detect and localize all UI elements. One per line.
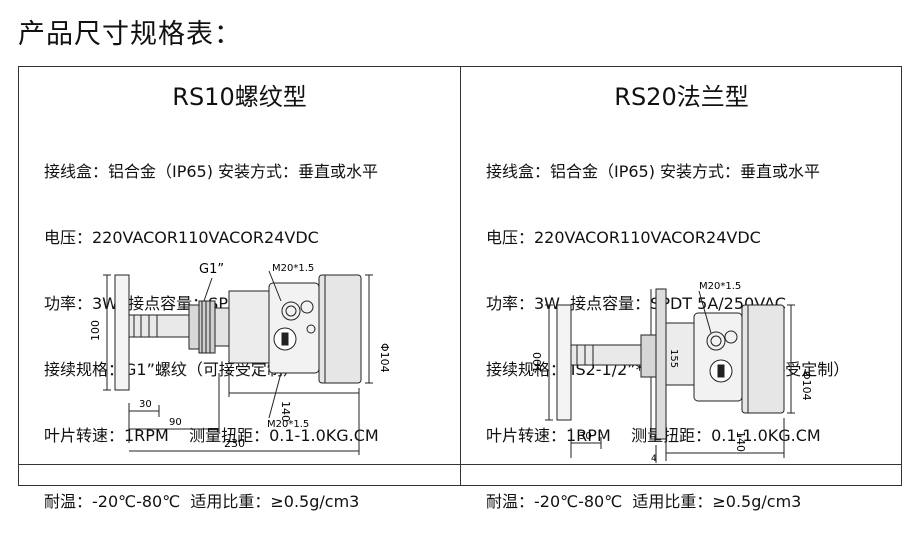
rs10-spec-line: 叶片转速：1RPM 测量扭距：0.1-1.0KG.CM	[44, 426, 379, 445]
rs20-dimension-drawing: M20*1.5 100 155 Φ104 30 140 4	[531, 281, 813, 463]
rs20-dim-diameter: Φ104	[800, 371, 813, 401]
rs20-cell: RS20法兰型 接线盒：铝合金（IP65) 安装方式：垂直或水平 电压：220V…	[461, 67, 902, 511]
spec-table: RS10螺纹型 接线盒：铝合金（IP65) 安装方式：垂直或水平 电压：220V…	[18, 66, 902, 511]
rs10-spec-line: 接续规格：G1”螺纹（可接受定制）	[44, 360, 299, 379]
rs10-spec-line: 接线盒：铝合金（IP65) 安装方式：垂直或水平	[44, 162, 379, 181]
rs20-title: RS20法兰型	[614, 83, 749, 111]
rs10-cable-label-bottom: M20*1.5	[267, 419, 309, 430]
rs10-spec-line: 电压：220VACOR110VACOR24VDC	[44, 228, 319, 247]
rs10-cell: RS10螺纹型 接线盒：铝合金（IP65) 安装方式：垂直或水平 电压：220V…	[19, 67, 460, 511]
rs10-dim-shaft: 90	[169, 417, 182, 428]
rs10-dim-diameter: Φ104	[378, 343, 391, 373]
rs10-dim-blade: 30	[139, 399, 152, 410]
rs20-dim-height: 100	[531, 352, 544, 373]
rs10-thread-label: G1”	[199, 262, 224, 277]
rs20-spec-line: 电压：220VACOR110VACOR24VDC	[486, 228, 761, 247]
page-heading: 产品尺寸规格表：	[18, 19, 242, 50]
rs20-spec-line: 耐温：-20℃-80℃ 适用比重：≥0.5g/cm3	[486, 492, 802, 511]
row-divider	[19, 464, 901, 465]
rs20-dim-blade: 30	[579, 431, 592, 442]
rs10-dim-height: 100	[89, 320, 102, 341]
rs20-dim-small: 4	[651, 454, 657, 463]
rs20-spec-line: 接线盒：铝合金（IP65) 安装方式：垂直或水平	[486, 162, 821, 181]
rs20-spec-line: 叶片转速：1RPM 测量扭距：0.1-1.0KG.CM	[486, 426, 821, 445]
rs10-spec-line: 耐温：-20℃-80℃ 适用比重：≥0.5g/cm3	[44, 492, 360, 511]
rs10-title: RS10螺纹型	[172, 83, 307, 111]
rs20-cable-label: M20*1.5	[699, 281, 741, 292]
rs20-dim-head: 140	[734, 431, 747, 452]
rs10-dim-total: 230	[224, 437, 245, 450]
rs10-dim-head: 140	[279, 401, 292, 422]
rs10-cable-label-top: M20*1.5	[272, 263, 314, 274]
column-divider	[460, 67, 461, 485]
rs10-dimension-drawing: G1” M20*1.5 M20*1.5 100 Φ104 30 90 140 2…	[89, 262, 391, 455]
rs20-dim-flange: 155	[668, 349, 679, 368]
